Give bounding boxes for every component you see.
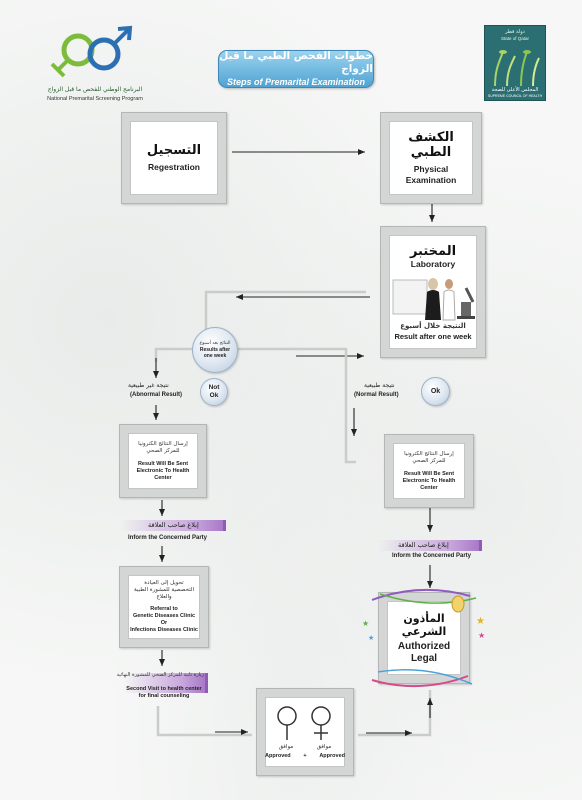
arrow-second-visit-to-approved [156,706,252,737]
inform-left-ar: إبلاغ صاحب العلاقة [148,521,199,529]
approved-box: موافق موافق Approved + Approved [256,688,354,776]
council-logo-en-top: State of Qatar [500,36,529,41]
page-title-ar: خطوات الفحص الطبي ما قبل الزواج [219,50,373,75]
page-title: خطوات الفحص الطبي ما قبل الزواج Steps of… [218,50,374,88]
normal-result-ar: نتيجة طبيعية [364,382,395,389]
council-logo-ar-bottom: المجلس الأعلى للصحة [491,87,539,93]
second-visit-tag [124,673,208,693]
arrow-lab-to-results [204,290,370,333]
lab-scene-icon [392,278,475,321]
left-health-center-box: إرسال النتائج الكترونيا للمركز الصحي Res… [119,424,207,498]
council-logo: دولة قطر State of Qatar المجلس الأعلى لل… [484,25,546,101]
results-circle: النتائج بعد أسبوع Results after one week [192,327,238,373]
normal-result-en: (Normal Result) [354,392,399,398]
right-health-center-box: إرسال النتائج الكترونيا للمركز الصحي Res… [384,434,474,508]
abnormal-result-ar: نتيجة غير طبيعية [128,382,169,389]
council-logo-ar-top: دولة قطر [505,29,525,35]
male-symbol-icon [277,706,297,740]
physical-ar: الكشف الطبي [408,130,454,160]
registration-en: Regestration [148,162,200,172]
right-health-center-en: Result Will Be Sent Electronic To Health… [402,470,456,491]
svg-text:★: ★ [476,616,485,627]
legal-ar: المأذون الشرعي [401,611,447,638]
page-title-en: Steps of Premarital Examination [226,77,366,87]
referral-en-2: Genetic Diseases Clinic [132,613,196,619]
left-health-center-ar: إرسال النتائج الكترونيا للمركز الصحي [138,440,188,454]
left-health-center-en: Result Will Be Sent Electronic To Health… [136,460,190,481]
referral-en-3: Or [160,620,168,626]
approved-ar-1: موافق [278,744,294,750]
approved-en-1: Approved [265,753,291,759]
ok-label: Ok [430,388,441,395]
ok-circle: Ok [421,377,450,406]
approved-en-2: Approved [319,753,345,759]
arrow-approved-to-legal [358,690,433,737]
abnormal-result-en: (Abnormal Result) [130,392,183,398]
authorized-legal-box: المأذون الشرعي Authorized Legal [378,592,470,684]
inform-left-tag [120,520,226,531]
results-circle-ar: النتائج بعد أسبوع [199,341,231,347]
approved-plus: + [303,753,307,759]
lab-result-ar: النتيجة خلال أسبوع [400,322,466,330]
program-logo-en: National Premarital Screening Program [47,96,143,102]
lab-result-en: Result after one week [394,332,472,341]
inform-right-ar: إبلاغ صاحب العلاقة [398,541,449,549]
referral-en-1: Referral to [150,606,178,612]
approved-ar-2: موافق [316,744,332,750]
female-symbol-icon [311,706,331,740]
referral-en-4: Infections Diseases Clinic [130,627,198,633]
second-visit-ar: زيارة ثانية للمركز الصحي للمشورة النهائي… [116,672,204,678]
svg-text:★: ★ [478,631,485,640]
legal-en: Authorized Legal [397,640,451,664]
referral-box: تحويل إلى العيادة التخصصية للمشورة الطبي… [119,566,209,648]
council-logo-en-bottom: SUPREME COUNCIL OF HEALTH [487,94,543,98]
physical-en: Physical Examination [405,164,457,185]
registration-ar: التسجيل [146,143,202,158]
inform-left-en: Inform the Concerned Party [128,535,208,541]
arrow-results-to-abnormal [153,347,196,378]
inform-right-tag [378,540,482,551]
approved-symbols [277,706,331,740]
results-circle-en: Results after one week [199,346,231,359]
male-female-symbol-icon [50,25,133,78]
laboratory-ar: المختبر [409,244,457,259]
not-ok-circle: Not Ok [200,378,228,406]
laboratory-box: المختبر Laboratory النتيجة خلال أسبوع Re… [380,226,486,358]
physical-examination-box: الكشف الطبي Physical Examination [380,112,482,204]
inform-right-en: Inform the Concerned Party [392,553,472,559]
arrow-results-to-normal [238,347,364,464]
referral-ar: تحويل إلى العيادة التخصصية للمشورة الطبي… [133,580,194,600]
not-ok-label: Not Ok [208,384,220,399]
svg-text:★: ★ [368,634,374,642]
second-visit-en: Second Visit to health center for final … [126,686,202,699]
laboratory-en: Laboratory [410,259,456,269]
program-logo: البرنامج الوطني للفحص ما قبل الزواج Nati… [40,24,150,108]
svg-text:★: ★ [362,619,369,628]
registration-box: التسجيل Regestration [121,112,227,204]
council-plant-icon [494,50,540,87]
program-logo-ar: البرنامج الوطني للفحص ما قبل الزواج [47,86,143,93]
right-health-center-ar: إرسال النتائج الكترونيا للمركز الصحي [404,450,454,464]
